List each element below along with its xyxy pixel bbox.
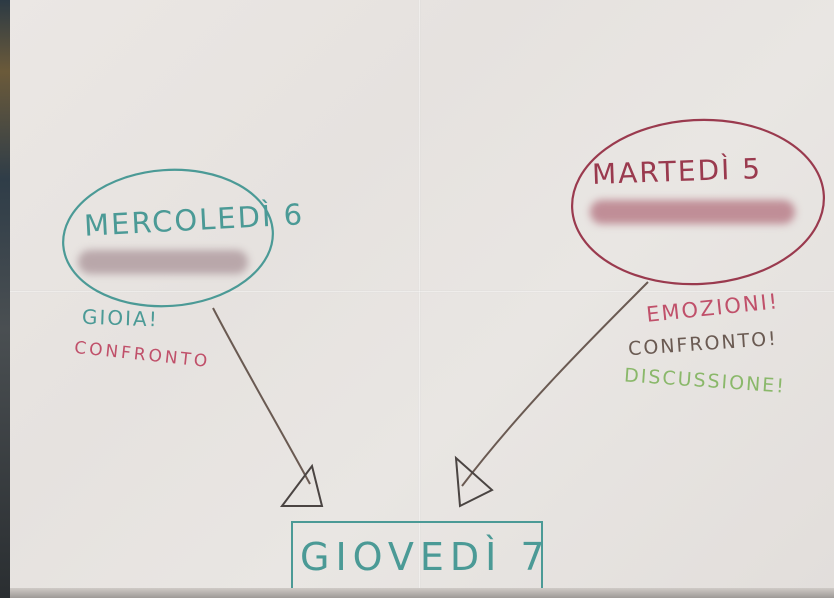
redacted-name-mercoledi bbox=[78, 250, 248, 274]
mercoledi-ellipse bbox=[62, 168, 274, 308]
arrow-left-head bbox=[280, 463, 324, 507]
martedi-ellipse bbox=[570, 118, 826, 286]
paper-sheet bbox=[10, 0, 834, 598]
paper-fold-horizontal bbox=[10, 290, 834, 293]
paper-fold-vertical bbox=[418, 0, 421, 598]
arrow-right-head bbox=[454, 455, 494, 508]
giovedi-label: GIOVEDÌ 7 bbox=[300, 535, 551, 579]
arrow-left-line bbox=[212, 307, 311, 485]
paper-bottom-edge bbox=[10, 588, 834, 598]
martedi-label: MARTEDÌ 5 bbox=[591, 152, 763, 191]
arrow-right-line bbox=[461, 281, 649, 487]
background-edge bbox=[0, 0, 12, 598]
redacted-name-martedi bbox=[590, 200, 795, 224]
mercoledi-note-1: GIOIA! bbox=[81, 304, 160, 332]
